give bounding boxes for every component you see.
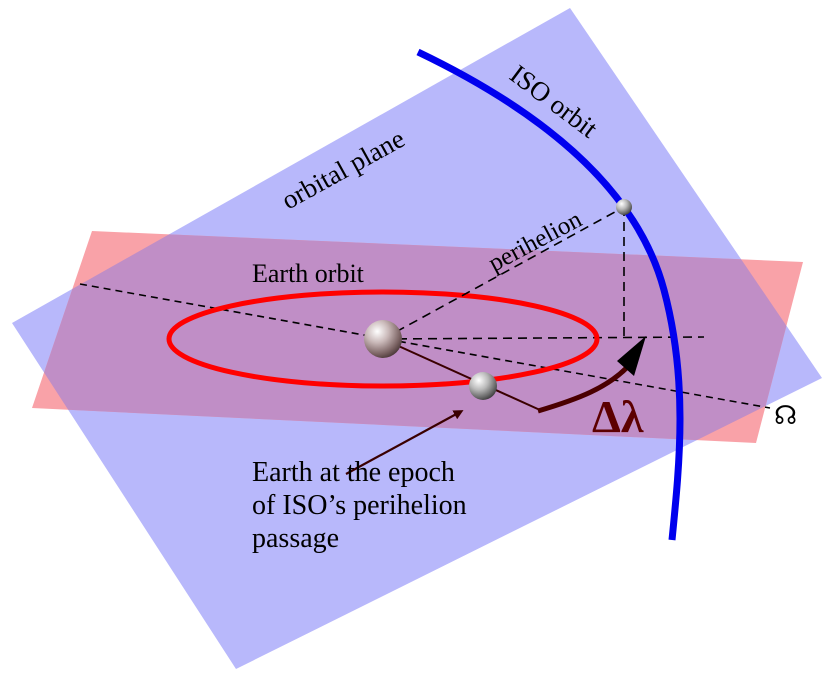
line-of-nodes (79, 283, 771, 409)
delta-lambda-arrowhead (617, 336, 646, 376)
ascending-node-symbol: ☊ (774, 401, 797, 430)
caption-line-3: passage (252, 523, 340, 554)
iso-perihelion-sphere (616, 199, 632, 215)
sun-to-perihelion-projection-line (382, 336, 705, 340)
caption-line-1: Earth at the epoch (252, 457, 455, 488)
earth-pointer-arrow (345, 410, 464, 475)
earth-sphere (469, 372, 497, 400)
delta-lambda-arrow-shaft (537, 360, 634, 414)
caption-line-2: of ISO’s perihelion (252, 490, 467, 521)
iso-orbit-curve (416, 48, 684, 541)
earth-epoch-caption: Earth at the epoch of ISO’s perihelion p… (252, 456, 552, 555)
plane-overlap-region (32, 231, 803, 443)
sun-earth-line (382, 338, 541, 411)
perihelion-direction-line (382, 206, 625, 340)
delta-lambda-label: Δλ (592, 391, 644, 442)
earth-orbit-ellipse (166, 289, 600, 389)
earth-orbit-label: Earth orbit (252, 259, 365, 288)
sun-sphere (364, 320, 402, 358)
